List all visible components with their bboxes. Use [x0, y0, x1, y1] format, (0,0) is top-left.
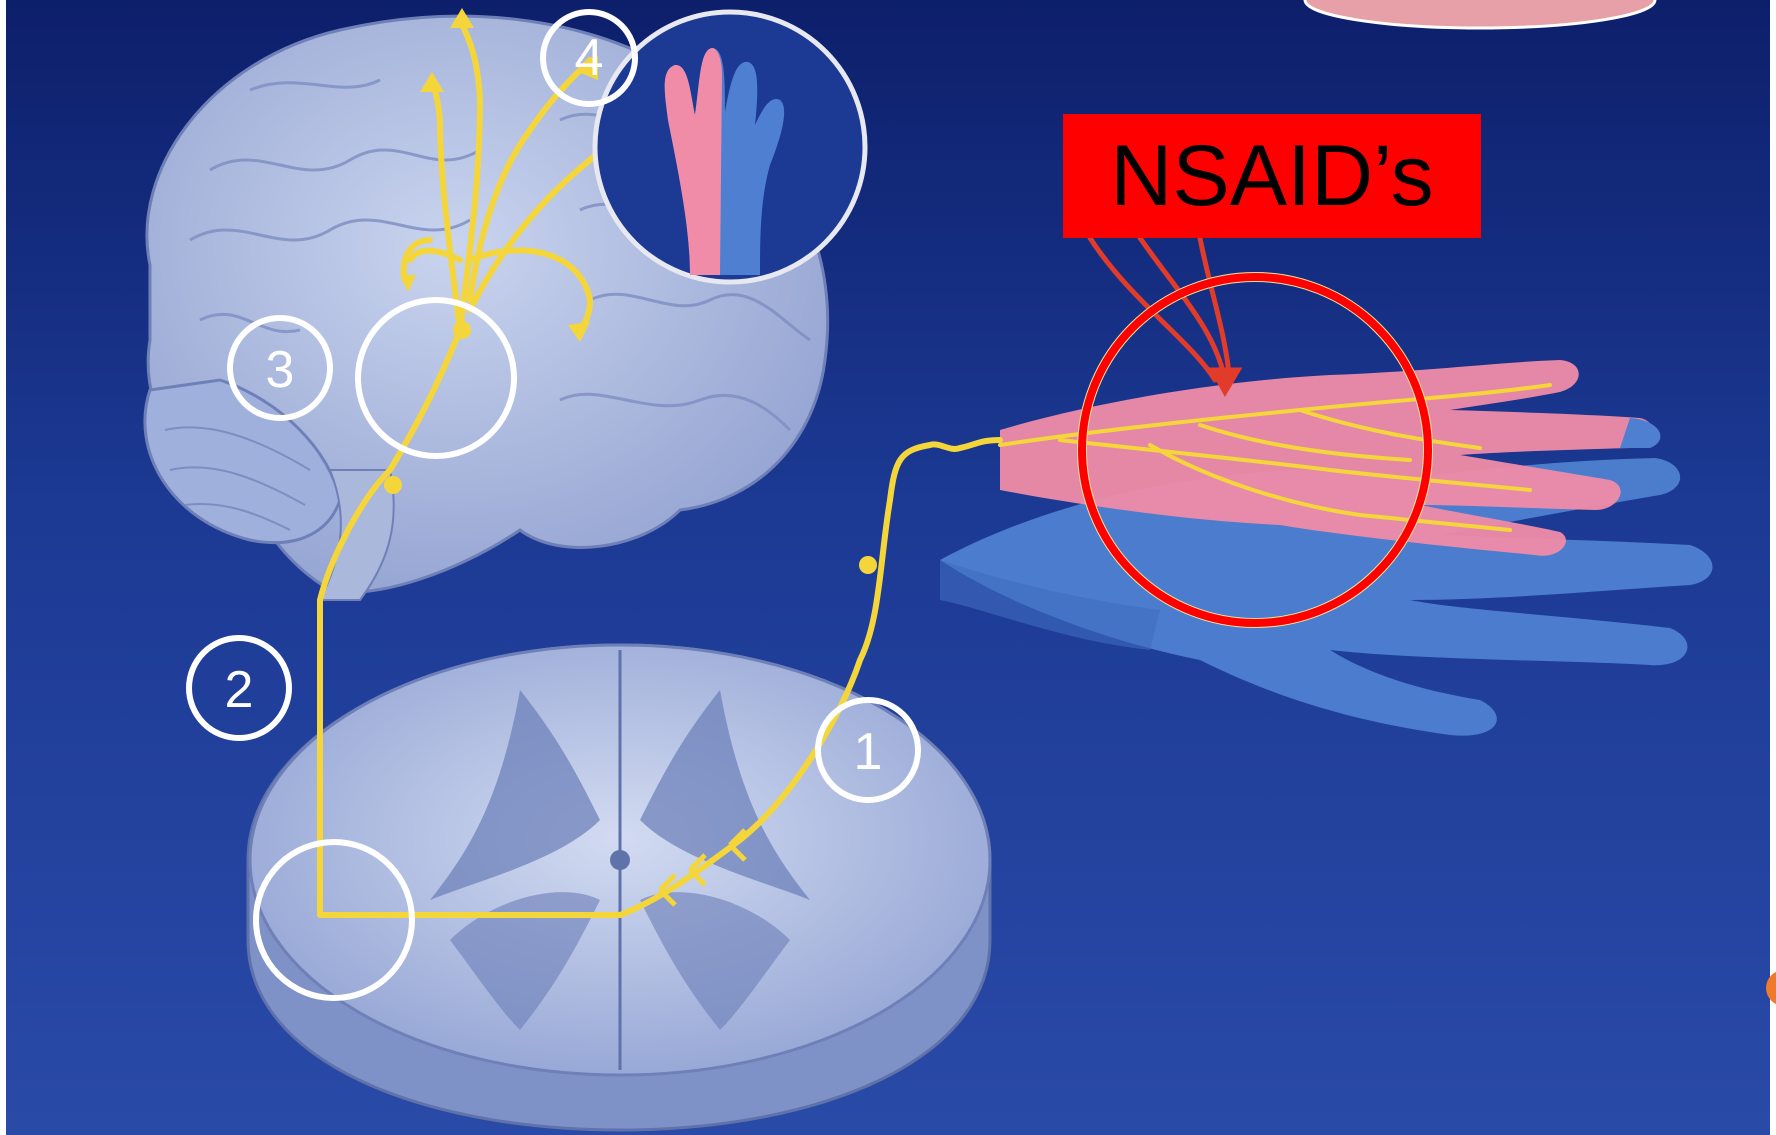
- right-margin: [1770, 0, 1776, 1135]
- step-3-number: 3: [266, 341, 295, 399]
- step-1-number: 1: [854, 723, 883, 781]
- spinal-cord-illustration: [248, 645, 990, 1130]
- step-2-number: 2: [225, 661, 254, 719]
- nsaid-callout-label: NSAID’s: [1063, 114, 1481, 238]
- left-margin: [0, 0, 6, 1135]
- step-4-number: 4: [575, 29, 604, 87]
